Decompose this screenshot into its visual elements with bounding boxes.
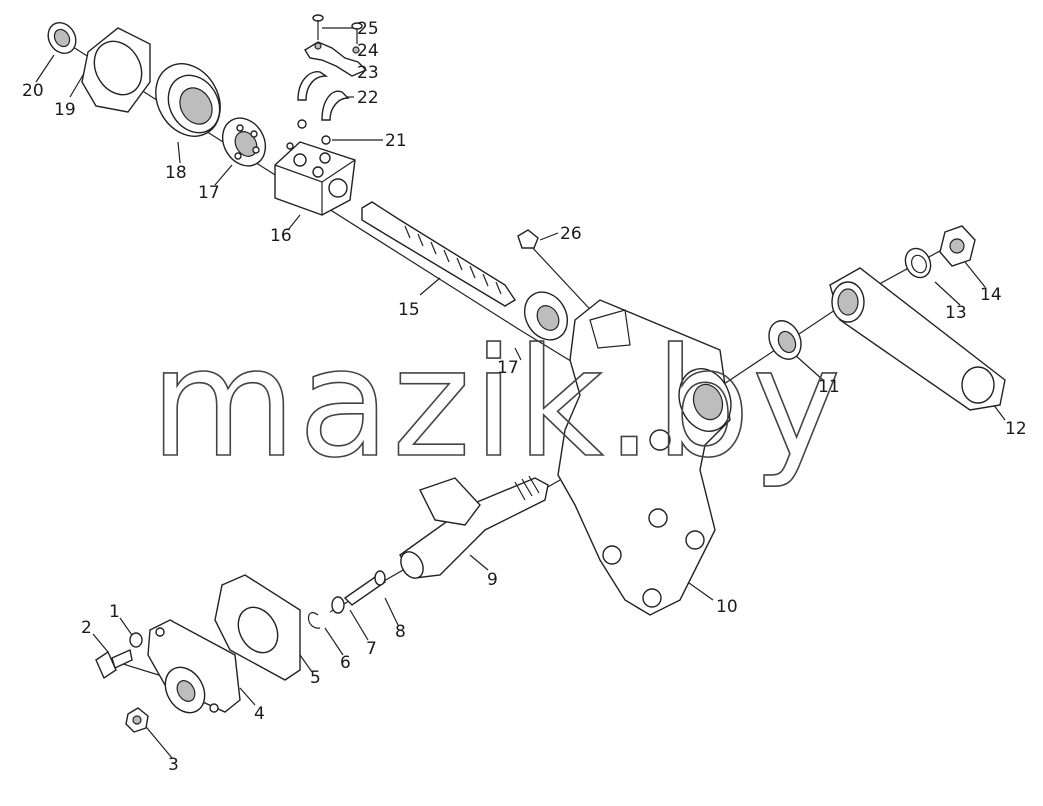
part-25-screws <box>312 14 363 44</box>
part-1-washer <box>129 632 143 648</box>
label-part-5: 5 <box>310 668 321 688</box>
part-16-valve-block <box>274 141 356 216</box>
label-part-21: 21 <box>385 131 407 151</box>
part-2-bolt <box>95 649 133 680</box>
label-part-8: 8 <box>395 622 406 642</box>
label-part-24: 24 <box>357 41 379 61</box>
label-part-1: 1 <box>109 602 120 622</box>
label-part-6: 6 <box>340 653 351 673</box>
part-4-side-cover <box>147 619 241 714</box>
label-part-9: 9 <box>487 570 498 590</box>
part-9-sector-shaft <box>399 475 549 579</box>
label-part-23: 23 <box>357 63 379 83</box>
part-7-washer <box>331 596 345 614</box>
part-20-seal <box>47 21 77 55</box>
label-part-7: 7 <box>366 639 377 659</box>
label-part-11: 11 <box>818 377 840 397</box>
label-part-17-lower: 17 <box>497 358 519 378</box>
part-3-nut <box>125 707 149 733</box>
label-part-19: 19 <box>54 100 76 120</box>
watermark-text: mazik.by <box>150 317 843 491</box>
part-23-clamp-plate <box>304 41 368 77</box>
part-6-circlip <box>307 612 321 629</box>
part-22-tubes <box>297 71 350 121</box>
part-11-seal-ring <box>768 320 802 360</box>
label-part-26: 26 <box>560 224 582 244</box>
label-part-17-upper: 17 <box>198 183 220 203</box>
part-12-pitman-arm <box>829 267 1006 411</box>
part-21-ball <box>297 119 331 145</box>
label-part-12: 12 <box>1005 419 1027 439</box>
part-5-gasket <box>214 574 301 681</box>
part-8-adjusting-screw <box>343 570 387 606</box>
label-part-18: 18 <box>165 163 187 183</box>
label-part-10: 10 <box>716 597 738 617</box>
part-14-nut <box>939 225 976 267</box>
label-part-13: 13 <box>945 303 967 323</box>
part-13-lock-washer <box>904 247 932 279</box>
part-17-roller-bearing-lower <box>523 291 569 341</box>
part-17-roller-bearing-upper <box>221 117 267 167</box>
part-26-plug <box>517 229 539 249</box>
label-part-16: 16 <box>270 226 292 246</box>
label-part-20: 20 <box>22 81 44 101</box>
label-part-25: 25 <box>357 19 379 39</box>
label-part-3: 3 <box>168 755 179 775</box>
part-24-washers <box>314 42 360 54</box>
label-part-15: 15 <box>398 300 420 320</box>
label-part-4: 4 <box>254 704 265 724</box>
part-19-cover-gasket <box>81 27 151 113</box>
part-labels: 1 2 3 4 5 6 7 8 9 10 11 12 13 14 15 16 1… <box>22 19 1027 775</box>
part-15-worm-shaft <box>361 201 516 307</box>
part-10-gear-housing <box>557 299 732 616</box>
label-part-2: 2 <box>81 618 92 638</box>
label-part-14: 14 <box>980 285 1002 305</box>
part-18-bearing <box>155 63 221 137</box>
label-part-22: 22 <box>357 88 379 108</box>
